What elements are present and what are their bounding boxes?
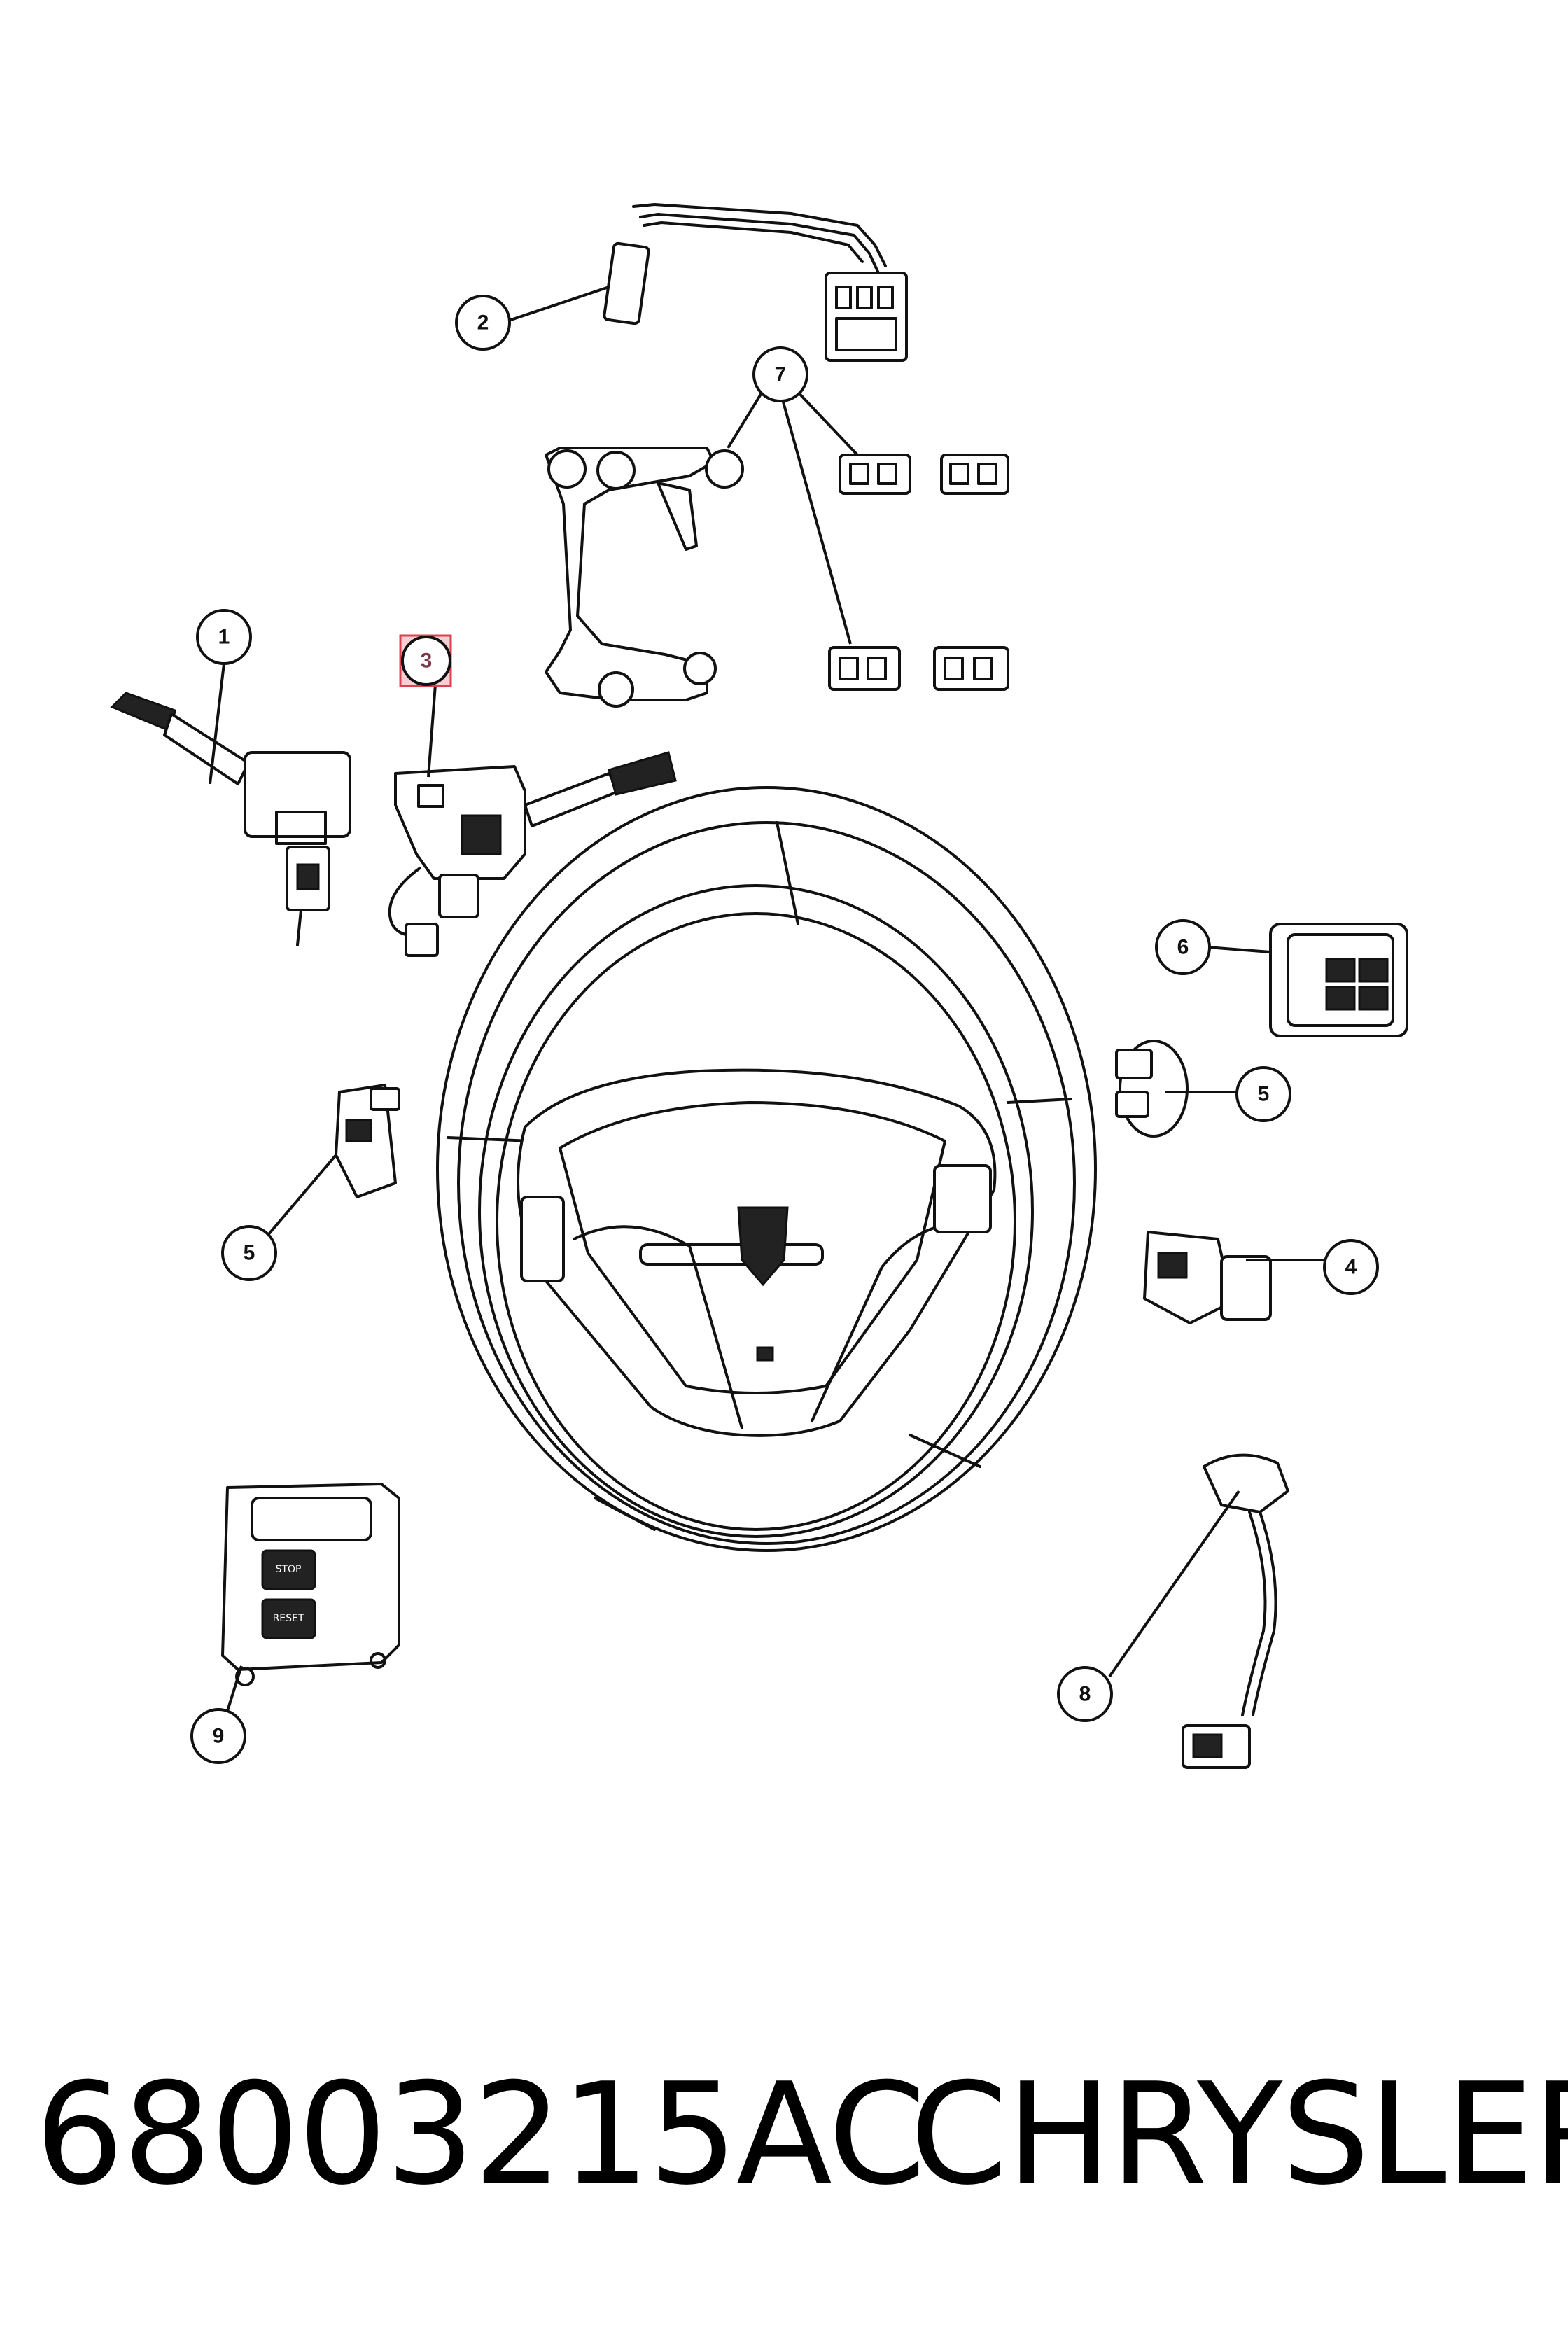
callout-7: 7 [752, 346, 808, 402]
right-switch-panel-part [1269, 923, 1408, 1037]
callout-5-left: 5 [221, 1225, 277, 1281]
callout-3-highlighted: 3 [399, 634, 452, 687]
leader-1 [209, 663, 225, 785]
callout-8: 8 [1057, 1666, 1113, 1722]
clockspring-bracket-part [545, 447, 744, 708]
reset-button-label: RESET [273, 1613, 304, 1624]
callout-4: 4 [1323, 1239, 1379, 1295]
steering-wheel [436, 786, 1097, 1552]
callout-4-label: 4 [1345, 1256, 1357, 1279]
callout-6: 6 [1155, 919, 1211, 975]
leader-8 [1108, 1490, 1240, 1678]
right-small-switch-part [1115, 1040, 1189, 1138]
callout-5-right-label: 5 [1258, 1083, 1270, 1106]
wiring-harness-part [603, 203, 908, 362]
callout-2: 2 [455, 295, 511, 351]
wiper-switch-part [388, 751, 677, 957]
connector-clip-1 [839, 454, 911, 495]
connector-clip-2 [940, 454, 1009, 495]
leader-7b [793, 387, 859, 456]
leader-5a [263, 1154, 337, 1240]
callout-1-label: 1 [218, 626, 230, 649]
leader-2 [502, 286, 610, 324]
left-small-switch-part [335, 1084, 400, 1198]
leader-7c [779, 391, 852, 645]
turn-signal-switch-part [110, 692, 351, 946]
cable-harness-part [1182, 1453, 1289, 1769]
connector-clip-3 [828, 646, 901, 691]
stop-button-label: STOP [276, 1564, 302, 1575]
callout-3-label: 3 [421, 650, 433, 673]
callout-2-label: 2 [477, 312, 489, 335]
callout-9-label: 9 [213, 1725, 225, 1748]
callout-1: 1 [196, 609, 252, 665]
callout-5-left-label: 5 [244, 1242, 255, 1265]
leader-6 [1207, 946, 1271, 953]
part-number: 68003215AC [35, 2053, 926, 2216]
callout-8-label: 8 [1079, 1683, 1091, 1706]
callout-9: 9 [190, 1708, 246, 1764]
callout-6-label: 6 [1177, 936, 1189, 959]
leader-7a [727, 387, 766, 449]
leader-3 [427, 684, 437, 778]
callout-7-label: 7 [775, 363, 787, 386]
connector-clip-4 [933, 646, 1009, 691]
callout-5-right: 5 [1236, 1066, 1292, 1122]
brand-name: CHRYSLER [910, 2053, 1568, 2216]
horn-switch-part [1143, 1231, 1272, 1324]
left-switch-panel-part: STOP RESET [221, 1483, 400, 1686]
